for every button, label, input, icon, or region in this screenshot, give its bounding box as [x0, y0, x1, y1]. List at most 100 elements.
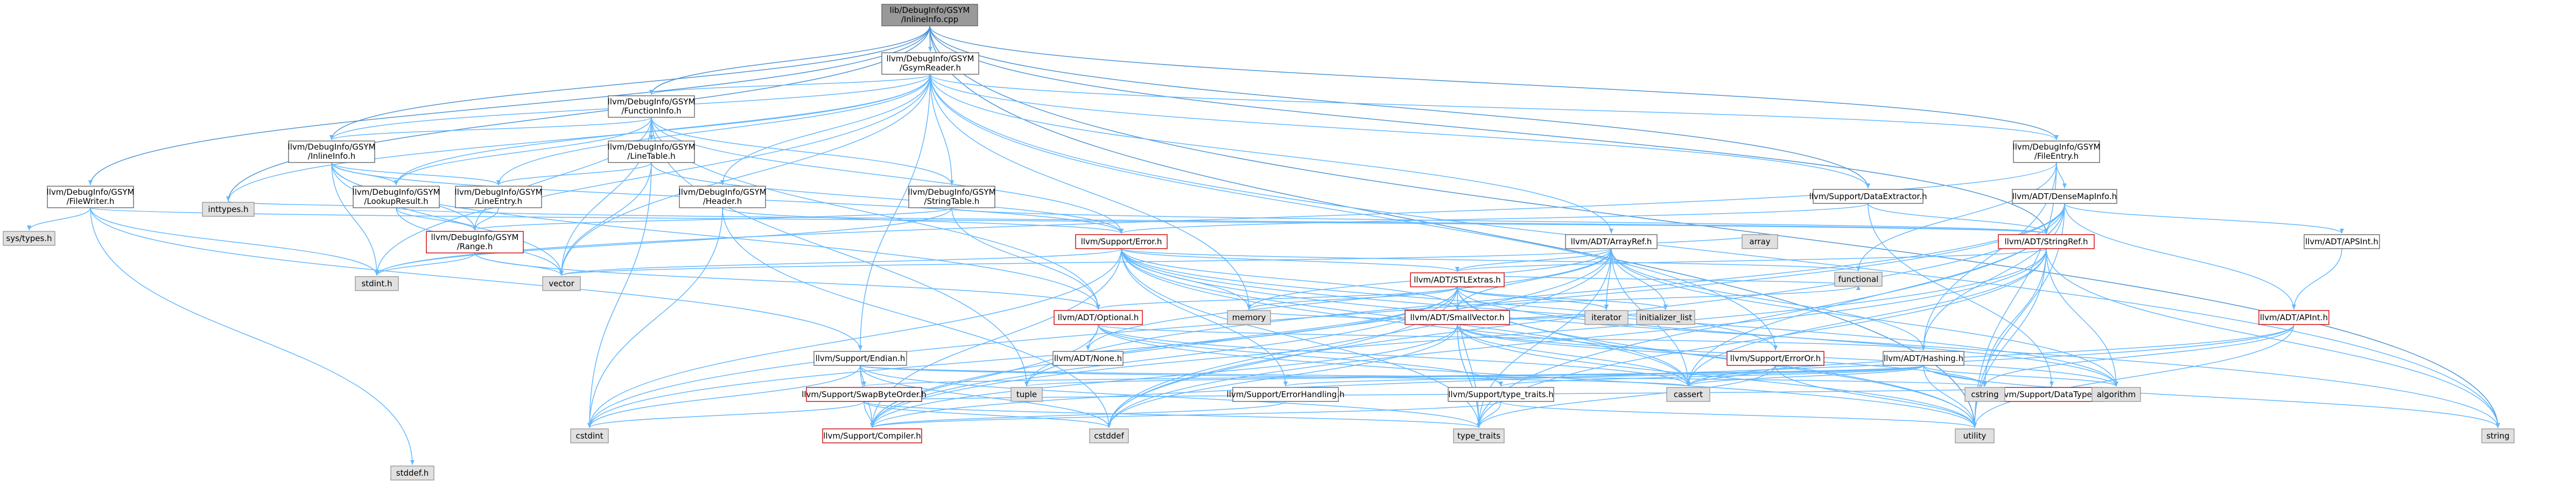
edge-stringref-to-algorithm [2046, 248, 2118, 387]
node-dataextractor[interactable]: llvm/Support/DataExtractor.h [1809, 189, 1927, 204]
node-typetraits[interactable]: llvm/Support/type_traits.h [1448, 387, 1554, 402]
node-stringtable[interactable]: llvm/DebugInfo/GSYM/StringTable.h [908, 186, 996, 208]
edge-gsymreader-to-vector [559, 74, 931, 276]
node-string[interactable]: string [2481, 428, 2515, 443]
edge-root-to-dataextractor [929, 25, 1870, 189]
node-label-lineentry-0: llvm/DebugInfo/GSYM [455, 187, 543, 197]
node-box-stringtable [908, 186, 995, 208]
node-none[interactable]: llvm/ADT/None.h [1052, 351, 1124, 366]
node-label-cassert-0: cassert [1674, 390, 1703, 399]
node-box-densemapinfo [2012, 189, 2117, 204]
node-label-compiler-0: llvm/Support/Compiler.h [823, 431, 921, 441]
edge-root-to-inlineinfo [329, 25, 930, 140]
edge-stlextras-to-optional [1096, 286, 1458, 310]
node-filewriter[interactable]: llvm/DebugInfo/GSYM/FileWriter.h [47, 186, 135, 208]
edge-root-to-utility [929, 25, 1977, 428]
node-stringref[interactable]: llvm/ADT/StringRef.h [1998, 234, 2095, 249]
node-apsint[interactable]: llvm/ADT/APSInt.h [2304, 234, 2380, 249]
edge-dataextractor-to-datatypes [1868, 203, 2054, 387]
node-lineentry[interactable]: llvm/DebugInfo/GSYM/LineEntry.h [455, 186, 543, 208]
node-box-gsymreader [881, 52, 979, 75]
edge-stlextras-to-initializer_list [1457, 286, 1668, 310]
node-header[interactable]: llvm/DebugInfo/GSYM/Header.h [679, 186, 767, 208]
node-iterator[interactable]: iterator [1584, 310, 1629, 325]
node-box-filewriter [47, 186, 134, 208]
node-lookupresult[interactable]: llvm/DebugInfo/GSYM/LookupResult.h [353, 186, 440, 208]
node-systypes[interactable]: sys/types.h [3, 231, 55, 246]
node-label-cstddef-0: cstddef [1094, 431, 1124, 441]
edge-stlextras-to-algorithm [1457, 286, 2118, 387]
node-tuple[interactable]: tuple [1010, 387, 1043, 402]
node-range[interactable]: llvm/DebugInfo/GSYM/Range.h [426, 231, 524, 253]
node-vector[interactable]: vector [542, 276, 581, 291]
node-label-typetraits-0: llvm/Support/type_traits.h [1448, 390, 1554, 400]
edge-header-to-cstddef [722, 207, 1111, 428]
node-cstddef[interactable]: cstddef [1089, 428, 1129, 443]
node-stddef[interactable]: stddef.h [390, 465, 434, 481]
edge-endian-to-cstddef [860, 365, 1111, 428]
edge-optional-to-cassert [1098, 324, 1690, 387]
node-functioninfo[interactable]: llvm/DebugInfo/GSYM/FunctionInfo.h [608, 95, 696, 118]
node-algorithm[interactable]: algorithm [2091, 387, 2141, 402]
node-linetable[interactable]: llvm/DebugInfo/GSYM/LineTable.h [608, 140, 696, 163]
node-erroror[interactable]: llvm/Support/ErrorOr.h [1726, 351, 1824, 366]
node-box-algorithm [2091, 387, 2141, 402]
node-stlextras[interactable]: llvm/ADT/STLExtras.h [1410, 272, 1505, 287]
node-memory[interactable]: memory [1227, 310, 1271, 325]
edge-densemapinfo-to-apint [2064, 203, 2296, 310]
edge-supporterror-to-cstdint [587, 248, 1122, 428]
node-functional[interactable]: functional [1834, 272, 1883, 287]
edge-arrayref-to-stlextras [1455, 248, 1612, 272]
node-label-filewriter-1: /FileWriter.h [67, 196, 115, 206]
edge-functioninfo-to-stringtable [651, 117, 954, 186]
node-datatypes[interactable]: llvm/Support/DataTypes.h [1999, 387, 2104, 402]
edge-inlineinfo-to-lineentry [331, 162, 501, 186]
node-box-erroror [1726, 351, 1824, 366]
node-array[interactable]: array [1742, 234, 1778, 249]
node-apint[interactable]: llvm/ADT/APInt.h [2258, 310, 2329, 325]
node-label-inlineinfo-1: /InlineInfo.h [308, 151, 355, 161]
node-initializer_list[interactable]: initializer_list [1636, 310, 1695, 325]
node-optional[interactable]: llvm/ADT/Optional.h [1054, 310, 1143, 325]
node-endian[interactable]: llvm/Support/Endian.h [813, 351, 907, 366]
node-errorhandling[interactable]: llvm/Support/ErrorHandling.h [1227, 387, 1345, 402]
edge-apint-to-compiler [870, 324, 2294, 428]
node-utility[interactable]: utility [1955, 428, 1995, 443]
node-label-fileentry-1: /FileEntry.h [2034, 151, 2079, 161]
node-fileentry[interactable]: llvm/DebugInfo/GSYM/FileEntry.h [2013, 140, 2101, 163]
node-compiler[interactable]: llvm/Support/Compiler.h [822, 428, 922, 443]
edge-optional-to-hashing [1098, 324, 1926, 351]
edge-range-to-optional [474, 252, 1100, 310]
edge-hashing-to-cassert [1686, 365, 1924, 387]
edge-optional-to-utility [1098, 324, 1977, 428]
node-box-optional [1054, 310, 1143, 325]
node-stdint[interactable]: stdint.h [355, 276, 399, 291]
node-arrayref[interactable]: llvm/ADT/ArrayRef.h [1565, 234, 1658, 249]
node-type_traits[interactable]: type_traits [1453, 428, 1505, 443]
node-densemapinfo[interactable]: llvm/ADT/DenseMapInfo.h [2012, 189, 2117, 204]
node-inttypes[interactable]: inttypes.h [202, 202, 255, 217]
node-cstring[interactable]: cstring [1964, 387, 2005, 402]
edge-hashing-to-tuple [1024, 365, 1924, 387]
node-swapbyteorder[interactable]: llvm/Support/SwapByteOrder.h [802, 387, 926, 402]
node-box-string [2481, 428, 2515, 443]
node-label-apint-0: llvm/ADT/APInt.h [2260, 313, 2328, 322]
node-label-iterator-0: iterator [1591, 313, 1622, 322]
node-box-linetable [608, 140, 695, 163]
node-label-stddef-0: stddef.h [396, 468, 429, 478]
node-cstdint[interactable]: cstdint [570, 428, 609, 443]
node-gsymreader[interactable]: llvm/DebugInfo/GSYM/GsymReader.h [881, 52, 979, 75]
node-inlineinfo[interactable]: llvm/DebugInfo/GSYM/InlineInfo.h [288, 140, 376, 163]
node-box-cstdint [570, 428, 609, 443]
node-cassert[interactable]: cassert [1666, 387, 1710, 402]
node-supporterror[interactable]: llvm/Support/Error.h [1075, 234, 1168, 249]
edge-gsymreader-to-stdint [375, 74, 931, 276]
node-label-hashing-0: llvm/ADT/Hashing.h [1884, 354, 1963, 363]
node-smallvector[interactable]: llvm/ADT/SmallVector.h [1405, 310, 1510, 325]
edge-smallvector-to-functional [1457, 285, 1861, 311]
node-label-gsymreader-1: /GsymReader.h [900, 63, 961, 73]
node-root[interactable]: lib/DebugInfo/GSYM/InlineInfo.cpp [881, 4, 978, 26]
node-hashing[interactable]: llvm/ADT/Hashing.h [1883, 351, 1964, 366]
node-label-fileentry-0: llvm/DebugInfo/GSYM [2013, 142, 2101, 152]
